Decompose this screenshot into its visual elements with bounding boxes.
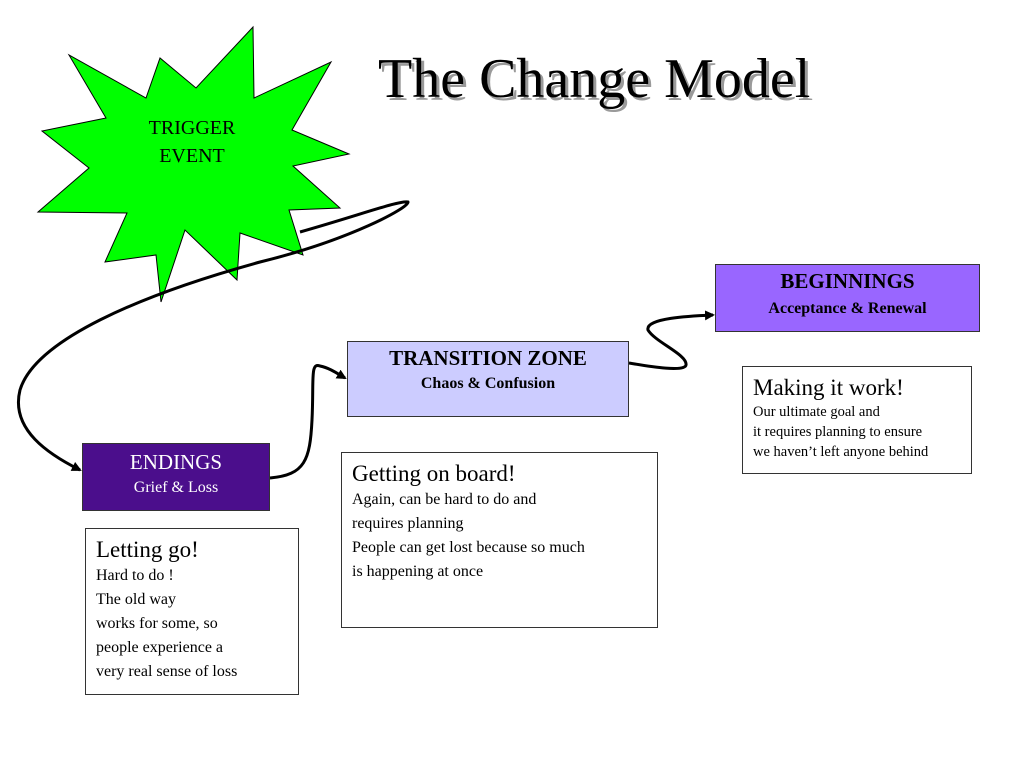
note-line: it requires planning to ensure	[753, 424, 923, 440]
connector-trigger-to-endings	[17, 200, 410, 472]
note-line: is happening at once	[352, 563, 484, 580]
note-line: Hard to do !	[96, 567, 174, 584]
trigger-starburst	[36, 25, 351, 303]
note-line: requires planning	[352, 515, 464, 532]
stage-endings-name: ENDINGS	[129, 450, 223, 474]
stage-beginnings: BEGINNINGS Acceptance & Renewal	[715, 264, 980, 332]
trigger-label-line2: EVENT	[159, 145, 225, 167]
stage-transition-name: TRANSITION ZONE	[389, 346, 587, 370]
page-title: The Change Model	[378, 48, 811, 110]
trigger-event-label: TRIGGER EVENT	[124, 114, 260, 170]
stage-endings: ENDINGS Grief & Loss	[82, 443, 270, 511]
note-line: The old way	[96, 591, 176, 608]
connector-transition-to-beginnings	[628, 310, 715, 370]
note-line: we haven’t left anyone behind	[753, 444, 929, 460]
note-line: People can get lost because so much	[352, 539, 585, 556]
stage-beginnings-name: BEGINNINGS	[780, 269, 915, 293]
stage-transition: TRANSITION ZONE Chaos & Confusion	[347, 341, 629, 417]
note-line: works for some, so	[96, 615, 218, 632]
note-letting-go: Letting go! Hard to do ! The old way wor…	[85, 528, 299, 695]
note-heading: Making it work!	[753, 375, 904, 400]
note-getting-on-board: Getting on board! Again, can be hard to …	[341, 452, 658, 628]
stage-endings-subtitle: Grief & Loss	[133, 479, 219, 496]
stage-beginnings-subtitle: Acceptance & Renewal	[768, 300, 927, 317]
note-line: Again, can be hard to do and	[352, 491, 537, 508]
note-line: Our ultimate goal and	[753, 404, 880, 420]
note-line: people experience a	[96, 639, 224, 656]
note-making-it-work: Making it work! Our ultimate goal and it…	[742, 366, 972, 474]
note-heading: Letting go!	[96, 537, 199, 562]
stage-transition-subtitle: Chaos & Confusion	[420, 375, 556, 392]
connector-endings-to-transition	[269, 363, 347, 480]
trigger-label-line1: TRIGGER	[148, 117, 236, 139]
note-line: very real sense of loss	[96, 663, 238, 680]
note-heading: Getting on board!	[352, 461, 516, 486]
